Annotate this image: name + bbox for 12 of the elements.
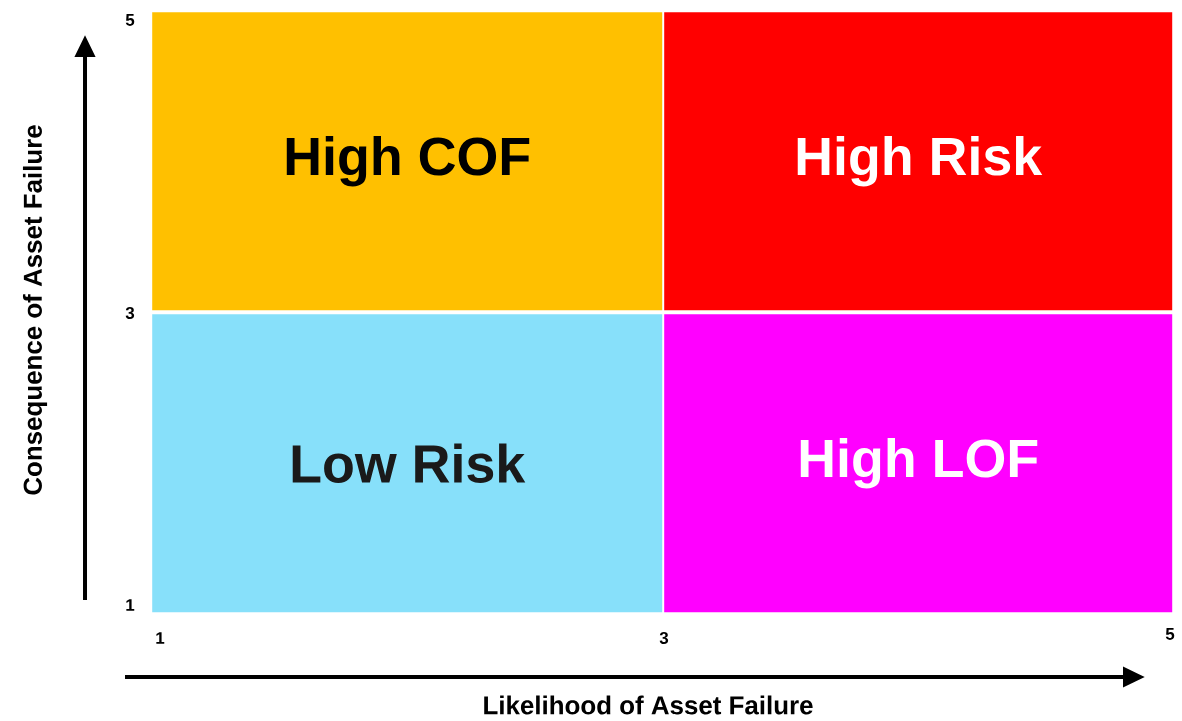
tick-label: 1	[126, 599, 135, 611]
tick-label: 3	[125, 307, 135, 319]
tick-label: 3	[659, 632, 669, 644]
quadrant-box: High LOF	[664, 314, 1173, 613]
tick-label: 1	[156, 632, 165, 644]
tick-label: 5	[125, 14, 135, 26]
quadrant-box: High Risk	[664, 12, 1173, 311]
axis-title: Likelihood of Asset Failure	[484, 695, 813, 715]
quadrant-box: Low Risk	[152, 314, 663, 613]
quadrant-box: High COF	[152, 12, 663, 311]
tick-label: 5	[1165, 628, 1175, 640]
axis-title: Consequence of Asset Failure	[22, 125, 48, 495]
